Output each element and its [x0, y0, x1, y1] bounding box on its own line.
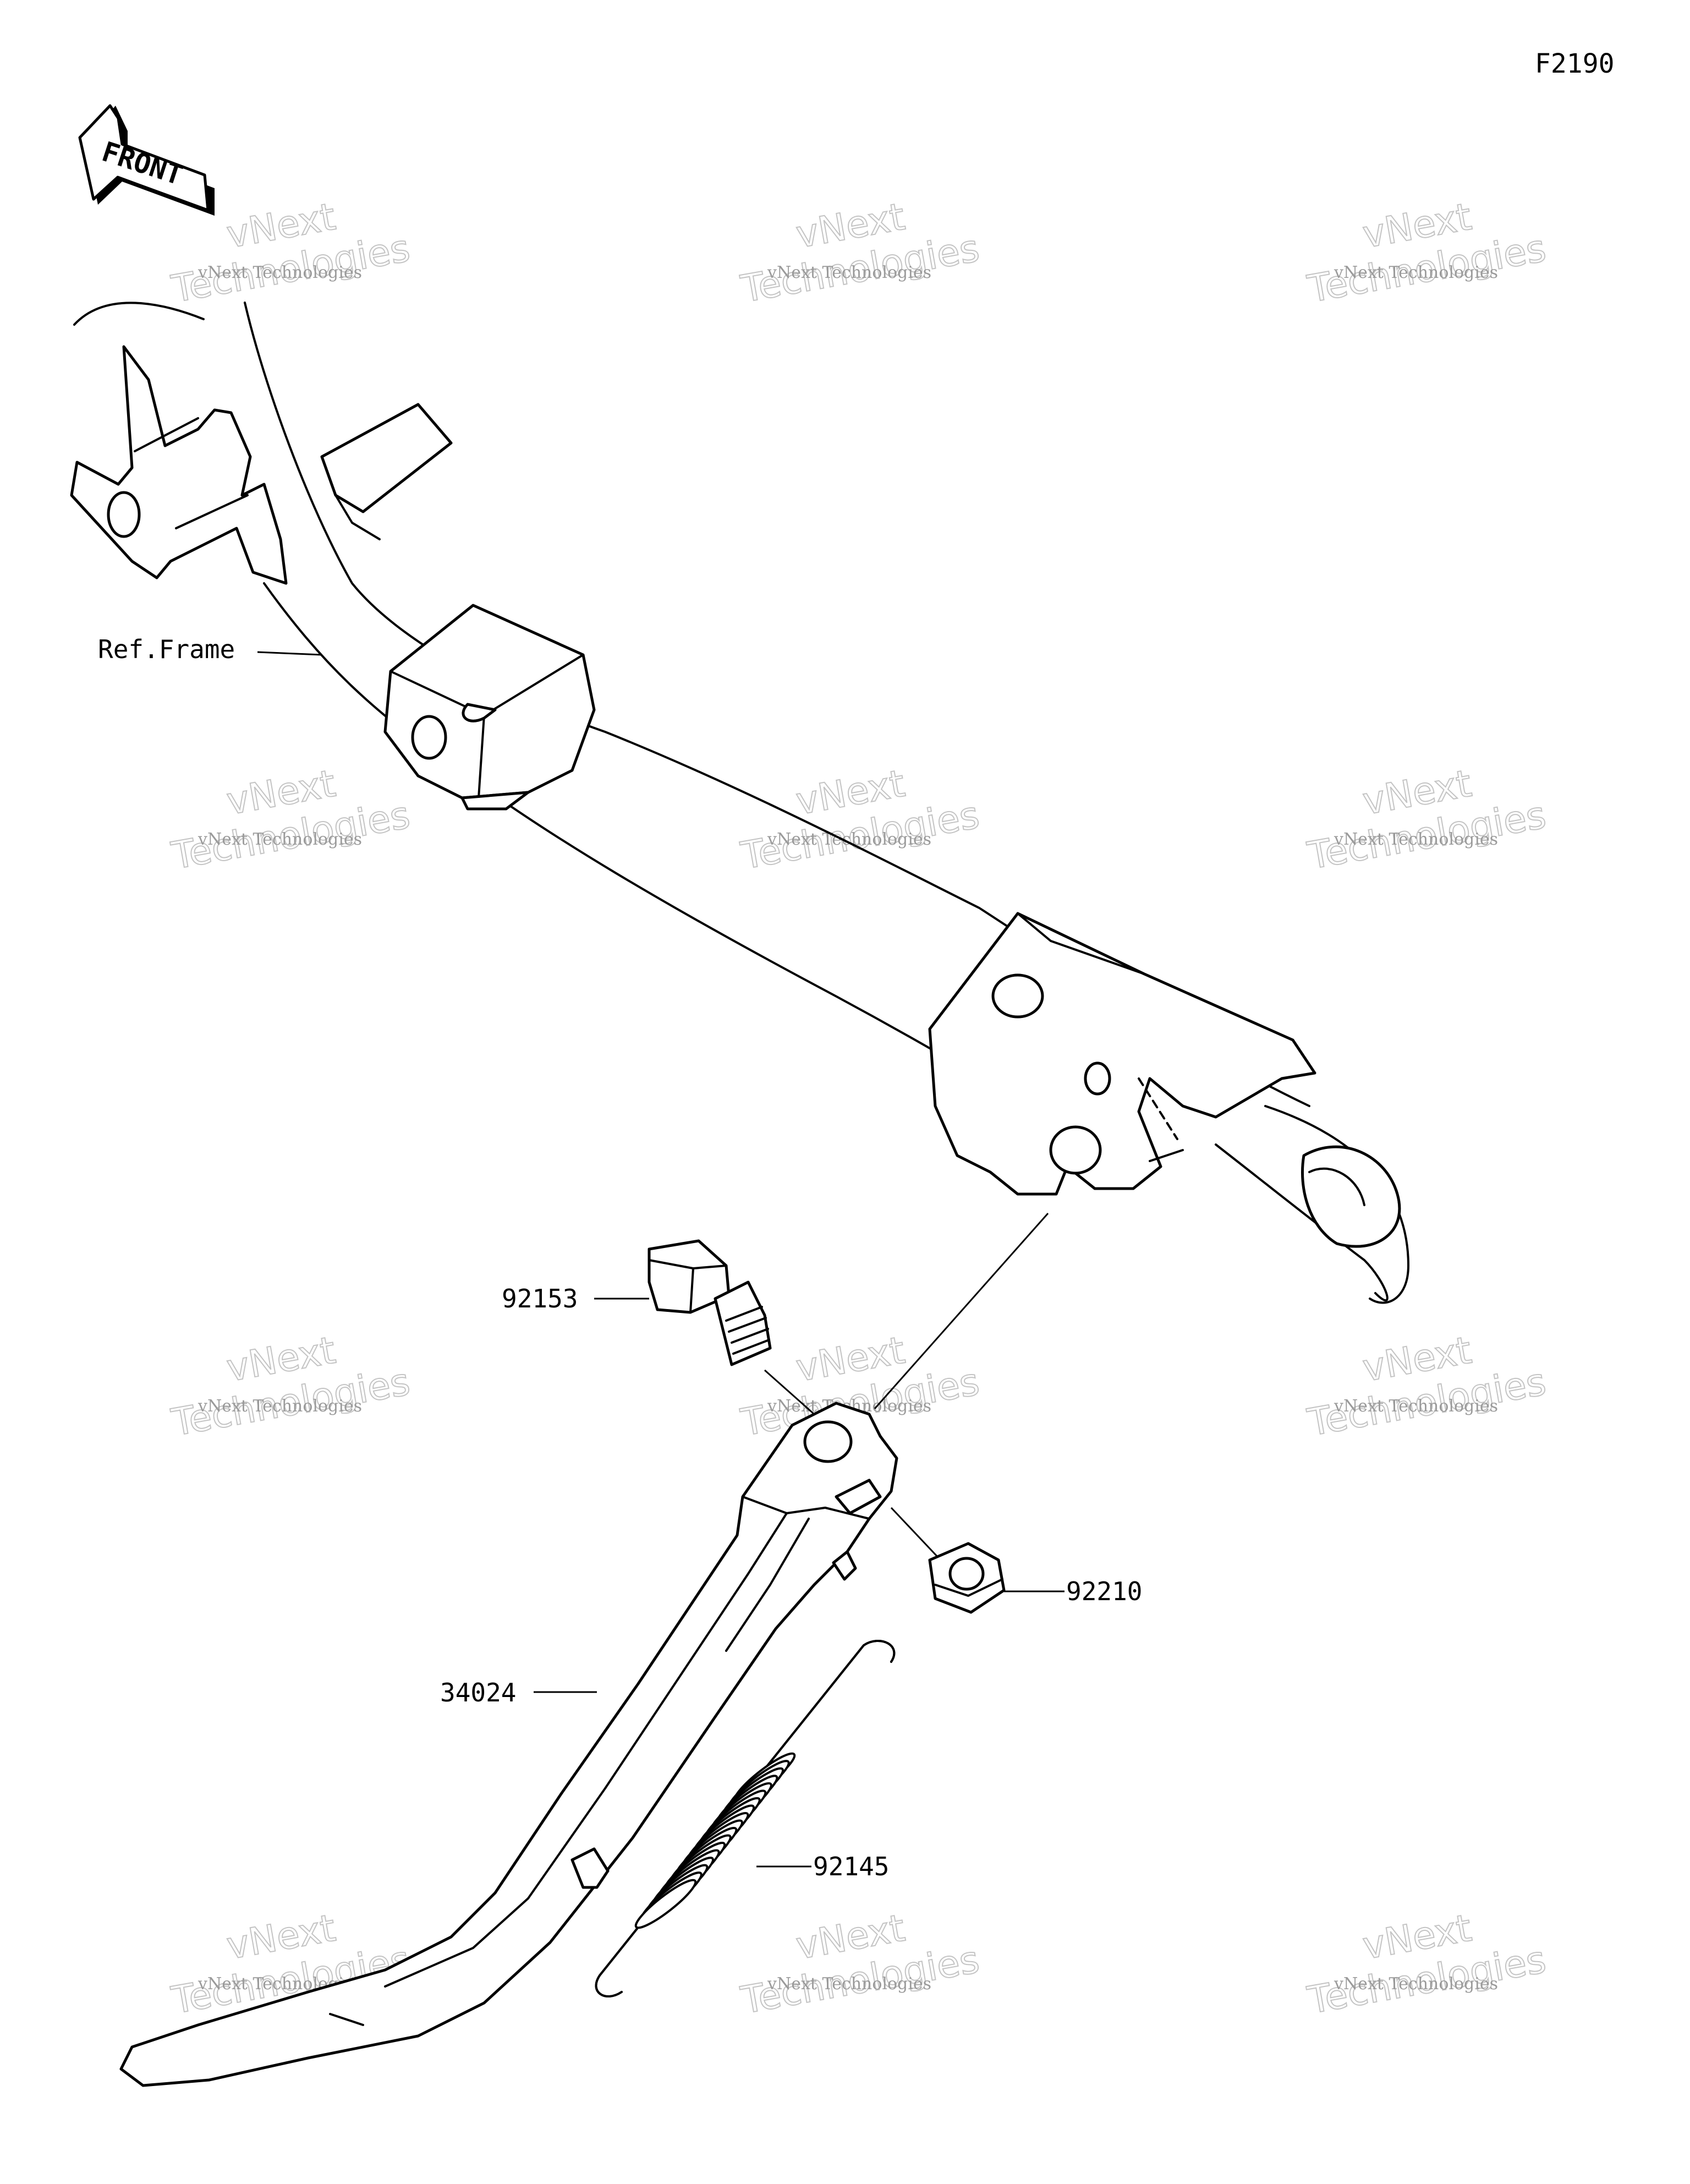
frame-leader — [257, 651, 322, 656]
nut-92210 — [928, 1542, 1006, 1614]
frame — [70, 302, 1409, 1304]
stand-label: 34024 — [440, 1678, 516, 1707]
side-stand-34024 — [119, 1402, 898, 2087]
figure-code: F2190 — [1535, 48, 1615, 79]
watermark-text-small: vNext Technologies — [1334, 263, 1498, 282]
watermark-text-small: vNext Technologies — [197, 830, 362, 849]
bolt-label: 92153 — [502, 1284, 578, 1313]
front-arrow-icon: FRONT — [78, 104, 215, 216]
bolt-axis — [764, 1369, 815, 1415]
watermark-text-small: vNext Technologies — [197, 263, 362, 282]
watermark-text-small: vNext Technologies — [197, 1397, 362, 1416]
nut-axis — [890, 1507, 939, 1558]
spring-coil — [634, 1879, 697, 1929]
watermark-text-small: vNext Technologies — [1334, 1974, 1498, 1994]
watermark-text-small: vNext Technologies — [767, 830, 931, 849]
watermark-text-small: vNext Technologies — [1334, 1397, 1498, 1416]
watermark-text-small: vNext Technologies — [767, 1974, 931, 1994]
watermark-text-small: vNext Technologies — [1334, 830, 1498, 849]
bolt-92153 — [648, 1239, 772, 1366]
frame-label: Ref.Frame — [98, 634, 235, 664]
spring-label: 92145 — [813, 1852, 889, 1881]
watermark-text-small: vNext Technologies — [767, 263, 931, 282]
spring-92145 — [595, 1639, 896, 1998]
nut-label: 92210 — [1066, 1577, 1142, 1606]
bracket-leader — [874, 1213, 1049, 1409]
